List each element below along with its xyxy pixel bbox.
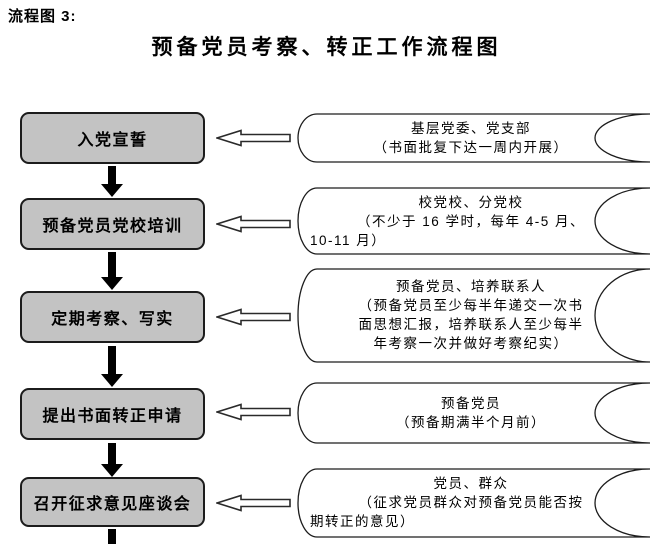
note-line: （预备党员至少每半年递交一次书 xyxy=(358,298,584,313)
note-line: 预备党员、培养联系人 xyxy=(396,279,546,294)
figure-label: 流程图 3: xyxy=(8,8,77,25)
note-text: 预备党员、培养联系人 （预备党员至少每半年递交一次书 面思想汇报，培养联系人至少… xyxy=(310,277,632,353)
note-line: （不少于 16 学时，每年 4-5 月、 xyxy=(356,214,586,229)
note-line: 年考察一次并做好考察纪实） xyxy=(373,336,569,351)
note-text: 校党校、分党校 （不少于 16 学时，每年 4-5 月、 10-11 月） xyxy=(310,193,632,250)
step-box-application: 提出书面转正申请 xyxy=(20,388,205,440)
note-shape-outline xyxy=(297,468,651,538)
down-arrow-icon xyxy=(101,166,123,197)
left-arrow-icon xyxy=(216,215,291,233)
note-line: 党员、群众 xyxy=(433,476,509,491)
left-arrow-icon xyxy=(216,129,291,147)
left-arrow-icon xyxy=(216,494,291,512)
note-line: （征求党员群众对预备党员能否按 xyxy=(358,495,584,510)
down-arrow-icon xyxy=(101,443,123,477)
note-line: 面思想汇报，培养联系人至少每半 xyxy=(358,317,584,332)
down-arrow-stub-icon xyxy=(108,529,116,544)
step-label: 入党宣誓 xyxy=(77,132,148,149)
step-label: 提出书面转正申请 xyxy=(42,408,183,425)
note-line: 期转正的意见） xyxy=(310,514,415,529)
note-text: 基层党委、党支部 （书面批复下达一周内开展） xyxy=(310,119,632,157)
note-shape-outline xyxy=(297,113,651,163)
note-line: 10-11 月） xyxy=(310,233,387,248)
step-box-training: 预备党员党校培训 xyxy=(20,198,205,250)
note-shape-outline xyxy=(297,268,651,363)
down-arrow-icon xyxy=(101,252,123,290)
note-shape-outline xyxy=(297,382,651,444)
step-box-inspection: 定期考察、写实 xyxy=(20,291,205,343)
note-shape-outline xyxy=(297,187,651,255)
note-line: 基层党委、党支部 xyxy=(411,121,531,136)
step-label: 定期考察、写实 xyxy=(51,311,174,328)
step-label: 召开征求意见座谈会 xyxy=(33,496,192,513)
step-box-symposium: 召开征求意见座谈会 xyxy=(20,477,205,527)
note-line: 校党校、分党校 xyxy=(418,195,524,210)
note-line: 预备党员 xyxy=(441,396,501,411)
note-line: （书面批复下达一周内开展） xyxy=(373,140,569,155)
down-arrow-icon xyxy=(101,346,123,387)
note-text: 党员、群众 （征求党员群众对预备党员能否按 期转正的意见） xyxy=(310,474,632,531)
step-box-oath: 入党宣誓 xyxy=(20,112,205,164)
step-label: 预备党员党校培训 xyxy=(42,218,183,235)
left-arrow-icon xyxy=(216,308,291,326)
page-title: 预备党员考察、转正工作流程图 xyxy=(151,36,502,59)
left-arrow-icon xyxy=(216,403,291,421)
note-text: 预备党员 （预备期满半个月前） xyxy=(310,394,632,432)
note-line: （预备期满半个月前） xyxy=(396,415,546,430)
